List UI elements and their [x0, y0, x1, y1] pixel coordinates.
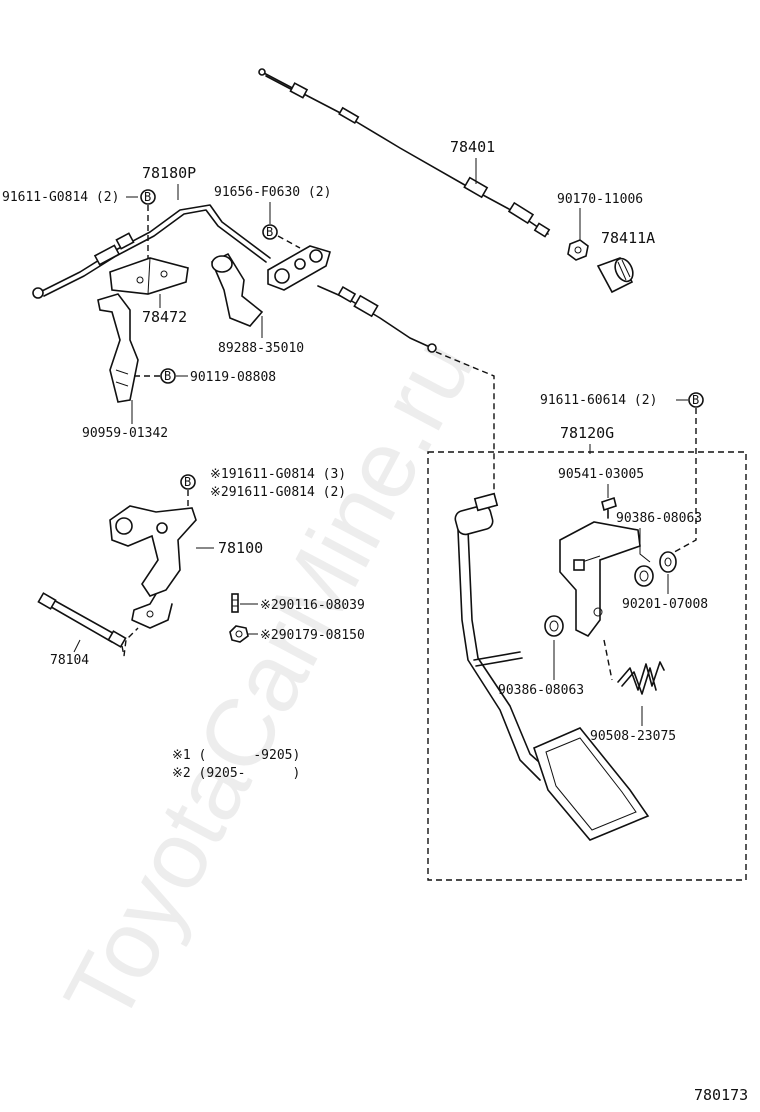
label-78401: 78401: [450, 138, 495, 156]
label-91611-G0814-2-note2: ※291611-G0814 (2): [210, 485, 346, 500]
bolt-marker-B-5: B: [180, 474, 196, 490]
svg-text:B: B: [164, 369, 171, 383]
label-90116-08039: ※290116-08039: [260, 598, 365, 613]
leader-90386-08063-a: [639, 528, 651, 563]
label-90959-01342: 90959-01342: [82, 426, 168, 441]
bolt-marker-B-4: B: [688, 392, 704, 408]
label-91611-G0814-2: 91611-G0814 (2): [2, 190, 119, 205]
rod-78104: [37, 592, 127, 648]
clip-90179-08150: [229, 625, 249, 643]
sensor-89288-35010: [210, 252, 264, 327]
washer-90201-07008: [659, 551, 677, 573]
label-90386-08063-a: 90386-08063: [616, 511, 702, 526]
cable-78180P: [32, 204, 271, 299]
spring-90508-23075: [617, 661, 665, 695]
pin-90116-08039: [231, 593, 239, 613]
accelerator-pedal-arm: [454, 492, 549, 781]
dash-link-cable-pedal: [435, 351, 495, 494]
svg-text:B: B: [266, 225, 273, 239]
bushing-90386-08063-b: [544, 615, 564, 637]
label-90119-08808: 90119-08808: [190, 370, 276, 385]
label-78100: 78100: [218, 539, 263, 557]
label-91656-F0630-2: 91656-F0630 (2): [214, 185, 331, 200]
bolt-marker-B-1: B: [140, 189, 156, 205]
label-90170-11006: 90170-11006: [557, 192, 643, 207]
pedal-bracket: [559, 521, 641, 638]
label-78120G: 78120G: [560, 424, 614, 442]
nut-90170-11006: [567, 239, 589, 261]
dash-link-spring: [603, 639, 613, 681]
accelerator-cable-78401: [258, 68, 551, 238]
bolt-marker-B-2: B: [160, 368, 176, 384]
label-78411A: 78411A: [601, 229, 655, 247]
leader-78104: [73, 639, 81, 653]
dash-link-bolt-4: [659, 408, 697, 561]
dash-link-rod: [121, 627, 139, 657]
diagram-code: 780173: [694, 1086, 748, 1104]
bolt-marker-B-3: B: [262, 224, 278, 240]
screw-90541-03005: [601, 496, 617, 519]
link-assembly-78100: [109, 505, 197, 629]
label-91611-60614-2: 91611-60614 (2): [540, 393, 657, 408]
cap-78411A: [596, 257, 634, 294]
note-1: ※1 ( -9205): [172, 748, 300, 763]
label-78104: 78104: [50, 653, 89, 668]
note-2: ※2 (9205- ): [172, 766, 300, 781]
label-91611-G0814-3: ※191611-G0814 (3): [210, 467, 346, 482]
label-89288-35010: 89288-35010: [218, 341, 304, 356]
label-90386-08063-b: 90386-08063: [498, 683, 584, 698]
svg-text:B: B: [692, 393, 699, 407]
cable-to-pedal: [317, 285, 437, 353]
bracket-78472: [109, 257, 189, 295]
bushing-90386-08063-a: [634, 565, 654, 587]
label-78180P: 78180P: [142, 164, 196, 182]
dash-link-bolt-3: [277, 235, 301, 249]
svg-text:B: B: [184, 475, 191, 489]
bracket-90959-01342: [97, 293, 139, 403]
label-78472: 78472: [142, 308, 187, 326]
accelerator-pedal-pad: [533, 727, 650, 841]
label-90541-03005: 90541-03005: [558, 467, 644, 482]
cable-bracket-link: [267, 245, 331, 291]
assembly-box-78120G: [427, 451, 747, 881]
label-90508-23075: 90508-23075: [590, 729, 676, 744]
svg-text:B: B: [144, 190, 151, 204]
label-90201-07008: 90201-07008: [622, 597, 708, 612]
label-90179-08150: ※290179-08150: [260, 628, 365, 643]
